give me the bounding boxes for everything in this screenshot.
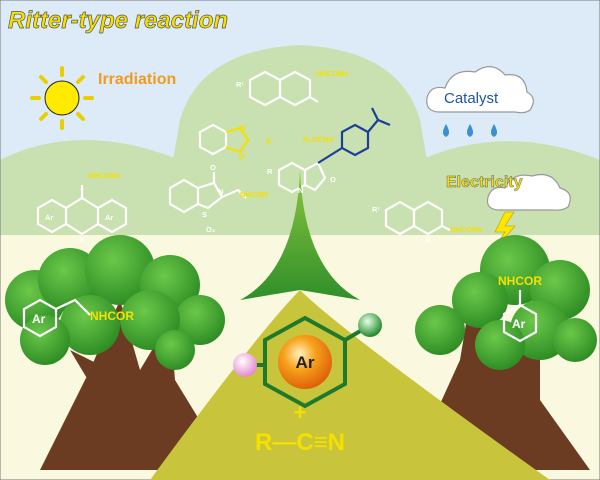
green-spike — [240, 170, 360, 300]
label: N — [425, 236, 430, 245]
label: NHCOR — [498, 274, 542, 288]
label: R — [267, 167, 273, 176]
hills — [0, 45, 600, 235]
tree-structures — [22, 290, 538, 343]
label: NHCOMe — [88, 171, 121, 180]
raindrops-icon — [443, 124, 497, 137]
mountain — [150, 290, 550, 480]
label: O — [330, 175, 336, 184]
plus-sign: + — [294, 400, 307, 425]
label: NHCOMe — [316, 69, 349, 78]
cloud-icon — [486, 173, 571, 211]
nitrile-formula: R—C≡N — [255, 429, 345, 456]
label: R¹ — [372, 205, 380, 214]
sun-icon — [30, 66, 94, 130]
label: N — [298, 186, 303, 195]
label: Ar — [512, 317, 526, 331]
label: R¹ — [236, 80, 244, 89]
ar-label: Ar — [296, 353, 315, 372]
green-sphere — [358, 313, 382, 337]
label: S — [202, 210, 207, 219]
electricity-label: Electricity — [446, 174, 523, 191]
label: N — [218, 187, 223, 196]
title: Ritter-type reaction — [8, 7, 228, 34]
pink-sphere — [233, 353, 257, 377]
catalyst-label: Catalyst — [444, 90, 499, 107]
label: Ar — [45, 213, 53, 222]
tree-labels: NHCOR Ar NHCOR Ar — [32, 274, 542, 331]
label: X — [79, 235, 84, 244]
label: Ar — [32, 312, 46, 326]
label: NHCOR — [90, 309, 134, 323]
label: O₂ — [206, 225, 215, 234]
label: O — [210, 163, 216, 172]
ar-sphere — [278, 335, 332, 389]
structure-labels: NHCOMe R¹ N O R R₂OCHN R O N NHCOMe Ar A… — [45, 69, 483, 245]
label: N — [240, 123, 245, 132]
cloud-icon — [426, 66, 534, 114]
label: O — [239, 152, 245, 161]
chemical-structures — [36, 70, 451, 236]
label: R — [266, 137, 272, 146]
irradiation-label: Irradiation — [98, 71, 176, 88]
label: R₂OCHN — [303, 135, 334, 144]
label: Ar — [105, 213, 113, 222]
tree-foliage — [5, 235, 597, 370]
label: NHCOMe — [450, 225, 483, 234]
label: NHCOR — [240, 190, 268, 199]
